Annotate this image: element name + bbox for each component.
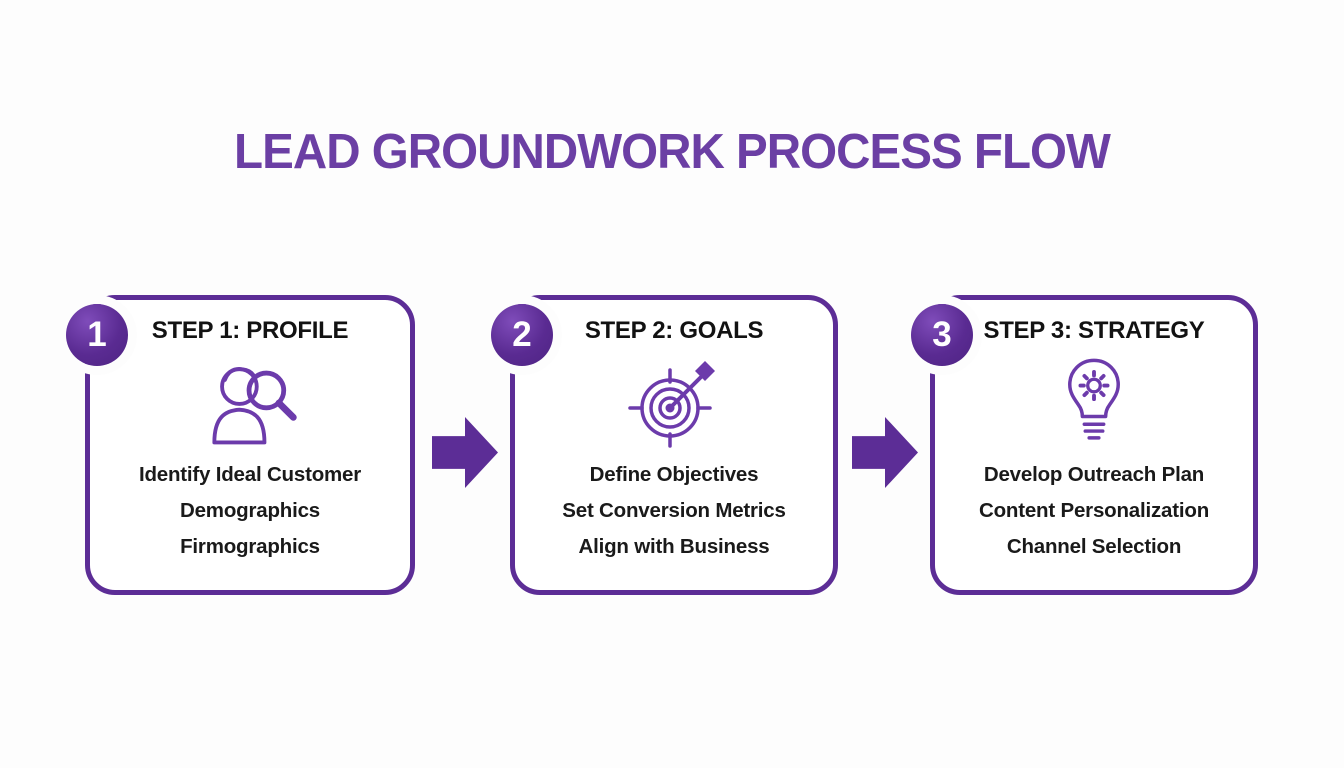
- step-items: Identify Ideal Customer Demographics Fir…: [90, 457, 410, 565]
- step-icon-wrap: [515, 352, 833, 452]
- step-item: Firmographics: [180, 535, 320, 558]
- step-title-1: STEP 1: PROFILE: [151, 317, 349, 344]
- flow-arrow-icon: [852, 417, 918, 488]
- step-item: Demographics: [180, 499, 320, 522]
- step-icon-wrap: [935, 352, 1253, 452]
- step-item: Identify Ideal Customer: [138, 463, 362, 486]
- step-item: Align with Business: [578, 535, 770, 558]
- step-title-2: STEP 2: GOALS: [584, 317, 764, 344]
- page-title: LEAD GROUNDWORK PROCESS FLOW: [234, 125, 1111, 179]
- step-items: Develop Outreach Plan Content Personaliz…: [935, 457, 1253, 565]
- flow-arrow-icon: [432, 417, 498, 488]
- step-title-3: STEP 3: STRATEGY: [983, 317, 1205, 344]
- step-item: Define Objectives: [589, 463, 759, 486]
- step-number: 2: [512, 314, 532, 354]
- step-items: Define Objectives Set Conversion Metrics…: [515, 457, 833, 565]
- target-dart-icon: [628, 361, 715, 448]
- step-item: Channel Selection: [1006, 535, 1182, 558]
- step-badge-1: 1: [66, 304, 128, 366]
- step-item: Set Conversion Metrics: [562, 499, 786, 522]
- step-card-2: 2 STEP 2: GOALS Define Objectives Set Co…: [491, 295, 838, 595]
- step-item: Content Personalization: [978, 499, 1210, 522]
- step-badge-2: 2: [491, 304, 553, 366]
- step-icon-wrap: [90, 352, 410, 452]
- step-card-1: 1 STEP 1: PROFILE Identify Ideal Custome…: [66, 295, 415, 595]
- step-number: 1: [87, 314, 107, 354]
- step-item: Develop Outreach Plan: [983, 463, 1205, 486]
- lightbulb-gear-icon: [1068, 358, 1120, 440]
- step-card-3: 3 STEP 3: STRATEGY Develop Outreach Pla: [911, 295, 1258, 595]
- person-magnifier-icon: [212, 367, 297, 445]
- step-badge-3: 3: [911, 304, 973, 366]
- step-number: 3: [932, 314, 952, 354]
